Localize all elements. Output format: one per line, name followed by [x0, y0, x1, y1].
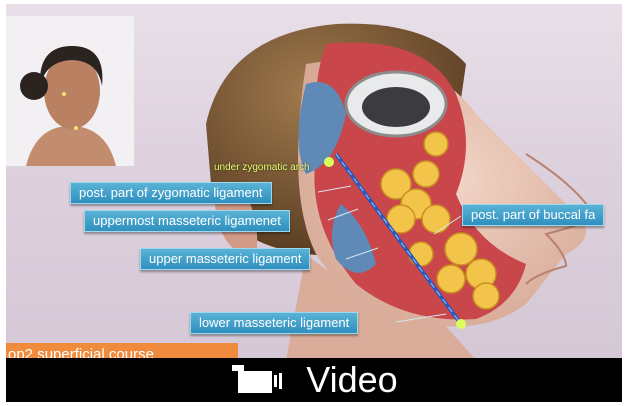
label-under-zygomatic-arch: under zygomatic arch — [214, 162, 310, 173]
patient-thumbnail — [6, 16, 134, 166]
video-frame[interactable]: under zygomatic arch post. part of zygom… — [6, 4, 622, 360]
callout-post-buccal-fat: post. part of buccal fa — [462, 204, 604, 226]
callout-post-zygomatic-ligament: post. part of zygomatic ligament — [70, 182, 272, 204]
video-camera-icon — [230, 363, 296, 397]
callout-lower-masseteric-ligament: lower masseteric ligament — [190, 312, 358, 334]
callout-upper-masseteric-ligament: upper masseteric ligament — [140, 248, 310, 270]
older-woman-portrait — [6, 16, 134, 166]
video-label: Video — [306, 358, 397, 402]
callout-uppermost-masseteric-ligament: uppermost masseteric ligamenet — [84, 210, 290, 232]
video-caption-bar[interactable]: Video — [6, 358, 622, 402]
